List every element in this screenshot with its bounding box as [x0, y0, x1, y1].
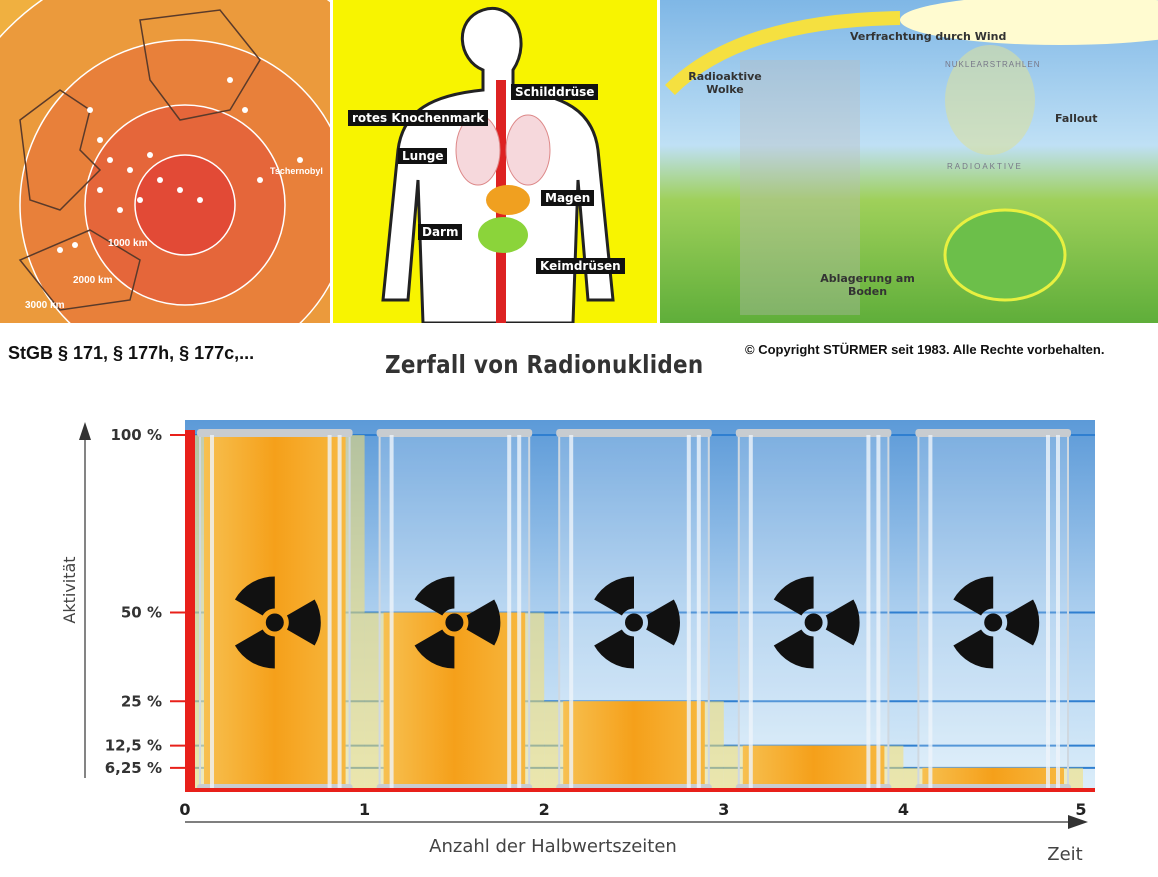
- label-rotes-knochenmark: rotes Knochenmark: [348, 110, 489, 126]
- copyright-notice: © Copyright STÜRMER seit 1983. Alle Rech…: [745, 342, 1105, 357]
- x-tick-label: 4: [898, 800, 909, 819]
- radiation-trefoil-icon: [773, 576, 860, 669]
- barrel-fill: [742, 745, 885, 790]
- barrel: [735, 429, 892, 792]
- fallout-illustration: [665, 0, 1158, 315]
- radiation-trefoil-icon: [414, 576, 501, 669]
- map-label-tschernobyl: Tschernobyl: [270, 166, 323, 176]
- y-tick-label: 6,25 %: [105, 759, 162, 777]
- barrel: [556, 429, 712, 792]
- label-verfrachtung: Verfrachtung durch Wind: [850, 30, 1007, 43]
- barrel-fill: [204, 435, 346, 790]
- label-schilddruese: Schilddrüse: [511, 84, 599, 100]
- y-axis-label: Aktivität: [60, 556, 79, 623]
- x-tick-label: 5: [1075, 800, 1086, 819]
- human-body-outline: [381, 6, 615, 323]
- barrel-fill: [383, 612, 526, 790]
- europe-map-image: [0, 0, 330, 323]
- label-lunge: Lunge: [398, 148, 448, 164]
- decay-chart: 100 % 50 % 25 % 12,5 % 6,25 % 0 1 2 3 4 5 Aktivit…: [60, 420, 1095, 865]
- map-label-2000km: 2000 km: [73, 275, 113, 286]
- legal-caption: StGB § 171, § 177h, § 177c,...: [8, 343, 255, 363]
- y-tick-label: 100 %: [110, 426, 162, 444]
- label-nuklearstrahlen: NUKLEARSTRAHLEN: [945, 60, 1041, 69]
- y-tick-label: 50 %: [121, 604, 162, 622]
- label-fallout: Fallout: [1055, 112, 1098, 125]
- map-label-3000km: 3000 km: [25, 300, 65, 311]
- radiation-trefoil-icon: [234, 576, 321, 669]
- chart-title: Zerfall von Radionukliden: [385, 350, 704, 379]
- body-organs-panel: Schilddrüse rotes Knochenmark Lunge Mage…: [333, 0, 657, 323]
- x-tick-label: 3: [718, 800, 729, 819]
- map-label-1000km: 1000 km: [108, 238, 148, 249]
- label-radioaktive-sign: RADIOAKTIVE: [947, 162, 1023, 171]
- barrel: [376, 429, 533, 792]
- barrel: [197, 429, 353, 792]
- x-axis-label: Anzahl der Halbwertszeiten: [429, 836, 677, 857]
- radiation-trefoil-icon: [594, 576, 680, 669]
- radiation-trefoil-icon: [953, 576, 1040, 669]
- x-tick-label: 1: [359, 800, 370, 819]
- label-radioaktive-wolke: Radioaktive Wolke: [688, 70, 762, 96]
- label-magen: Magen: [541, 190, 595, 206]
- y-tick-label: 12,5 %: [105, 737, 162, 755]
- label-keimdruesen: Keimdrüsen: [536, 258, 625, 274]
- barrel-fill: [563, 701, 705, 790]
- label-darm: Darm: [418, 224, 463, 240]
- x-tick-label: 0: [179, 800, 190, 819]
- red-axis-bar: [185, 430, 195, 792]
- fallout-panel: Verfrachtung durch Wind Radioaktive Wolk…: [660, 0, 1158, 323]
- y-tick-label: 25 %: [121, 692, 162, 710]
- x-arrow-label: Zeit: [1047, 844, 1082, 865]
- label-ablagerung: Ablagerung am Boden: [820, 272, 915, 298]
- x-tick-label: 2: [539, 800, 550, 819]
- barrel: [915, 429, 1071, 792]
- europe-map-panel: 1000 km 2000 km 3000 km Tschernobyl: [0, 0, 330, 323]
